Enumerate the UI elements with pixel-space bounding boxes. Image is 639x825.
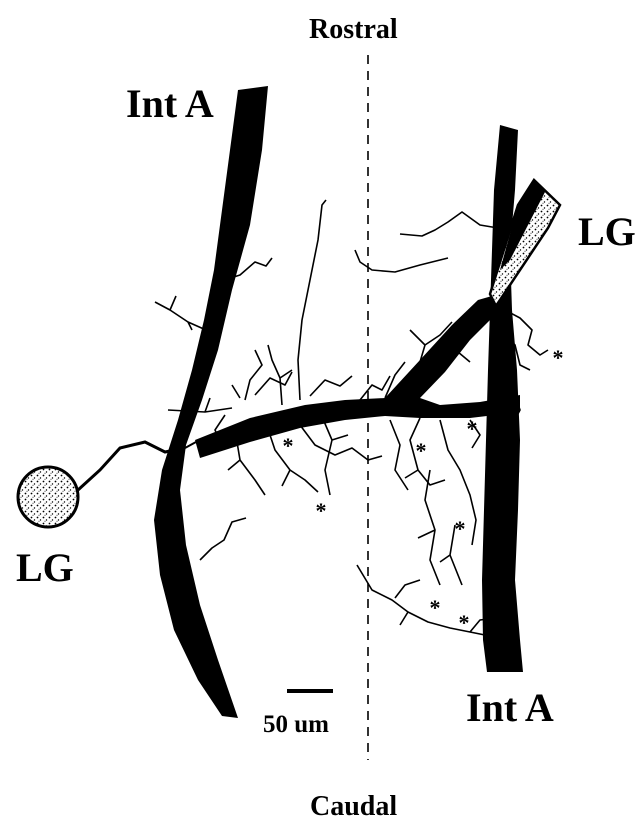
asterisk-8: * (553, 345, 564, 370)
asterisk-1: * (283, 433, 294, 458)
asterisk-7: * (459, 610, 470, 635)
asterisk-3: * (416, 438, 427, 463)
lg-soma-left (18, 467, 78, 527)
lg-label-left: LG (16, 548, 74, 588)
lg-label-right: LG (578, 212, 636, 252)
branches-left (155, 200, 382, 560)
int-a-label-right: Int A (466, 688, 554, 728)
int-a-axon-left (154, 86, 268, 718)
caudal-label: Caudal (310, 793, 397, 821)
asterisk-2: * (316, 498, 327, 523)
asterisk-5: * (455, 516, 466, 541)
asterisk-4: * (467, 416, 478, 441)
rostral-label: Rostral (309, 16, 398, 44)
asterisk-6: * (430, 595, 441, 620)
scale-bar-label: 50 um (263, 712, 329, 737)
int-a-label-left: Int A (126, 84, 214, 124)
